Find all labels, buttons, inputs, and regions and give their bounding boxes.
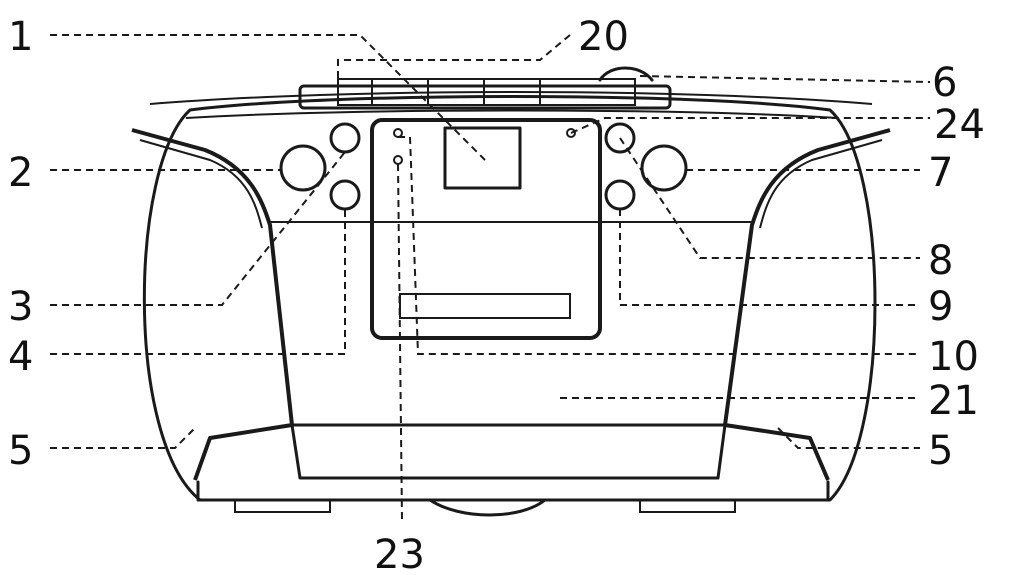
top-rim-inner [185, 109, 839, 119]
base-plinth [196, 480, 830, 502]
right-small-button-top [604, 122, 636, 154]
callout-3: 3 [8, 284, 33, 330]
body-outline [142, 95, 877, 502]
leader-20 [337, 34, 571, 84]
callout-1: 1 [8, 14, 33, 60]
leader-3 [50, 151, 346, 306]
top-button-strip [298, 78, 672, 110]
center-foot [428, 498, 547, 517]
indicator-led-top [393, 128, 403, 138]
callout-5-right: 5 [928, 428, 953, 474]
right-large-knob [640, 144, 688, 192]
leader-23 [397, 163, 403, 521]
left-speaker-bevel-inner [139, 139, 263, 229]
left-foot [234, 499, 331, 513]
leader-4 [50, 209, 346, 355]
leader-10 [398, 136, 920, 355]
top-rim [149, 91, 873, 105]
callout-2: 2 [8, 150, 33, 196]
lcd-display [443, 126, 522, 190]
callout-4: 4 [8, 334, 33, 380]
leader-9 [619, 209, 920, 306]
callout-6: 6 [932, 60, 957, 106]
callout-labels: 1 20 6 24 2 7 8 3 9 4 10 21 5 5 23 [8, 14, 985, 578]
indicator-led-24 [566, 128, 576, 138]
callout-8: 8 [928, 238, 953, 284]
callout-24: 24 [934, 102, 985, 148]
left-small-button-bottom [329, 179, 361, 211]
boombox-body [131, 66, 891, 517]
callout-23: 23 [374, 532, 425, 578]
lower-front-panel [290, 423, 727, 480]
left-small-button-top [329, 122, 361, 154]
right-speaker-bevel [723, 128, 891, 481]
right-foot [639, 499, 736, 513]
top-button-5 [539, 78, 636, 106]
leader-lines [50, 34, 931, 521]
leader-8 [619, 137, 920, 259]
callout-9: 9 [928, 284, 953, 330]
callout-20: 20 [578, 14, 629, 60]
carry-handle [598, 66, 654, 82]
leader-24 [570, 117, 930, 134]
left-speaker-bevel [131, 128, 294, 481]
callout-7: 7 [928, 150, 953, 196]
leader-5-right [777, 427, 920, 449]
cd-door [370, 118, 602, 340]
leader-6 [639, 75, 931, 83]
left-large-knob [279, 144, 327, 192]
leader-5-left [50, 427, 196, 449]
door-slot [399, 293, 571, 319]
callout-21: 21 [928, 378, 979, 424]
right-speaker-bevel-inner [759, 139, 883, 229]
indicator-led-23 [393, 155, 403, 165]
callout-10: 10 [928, 334, 979, 380]
top-button-1 [337, 78, 373, 106]
right-small-button-bottom [604, 179, 636, 211]
callout-5-left: 5 [8, 428, 33, 474]
